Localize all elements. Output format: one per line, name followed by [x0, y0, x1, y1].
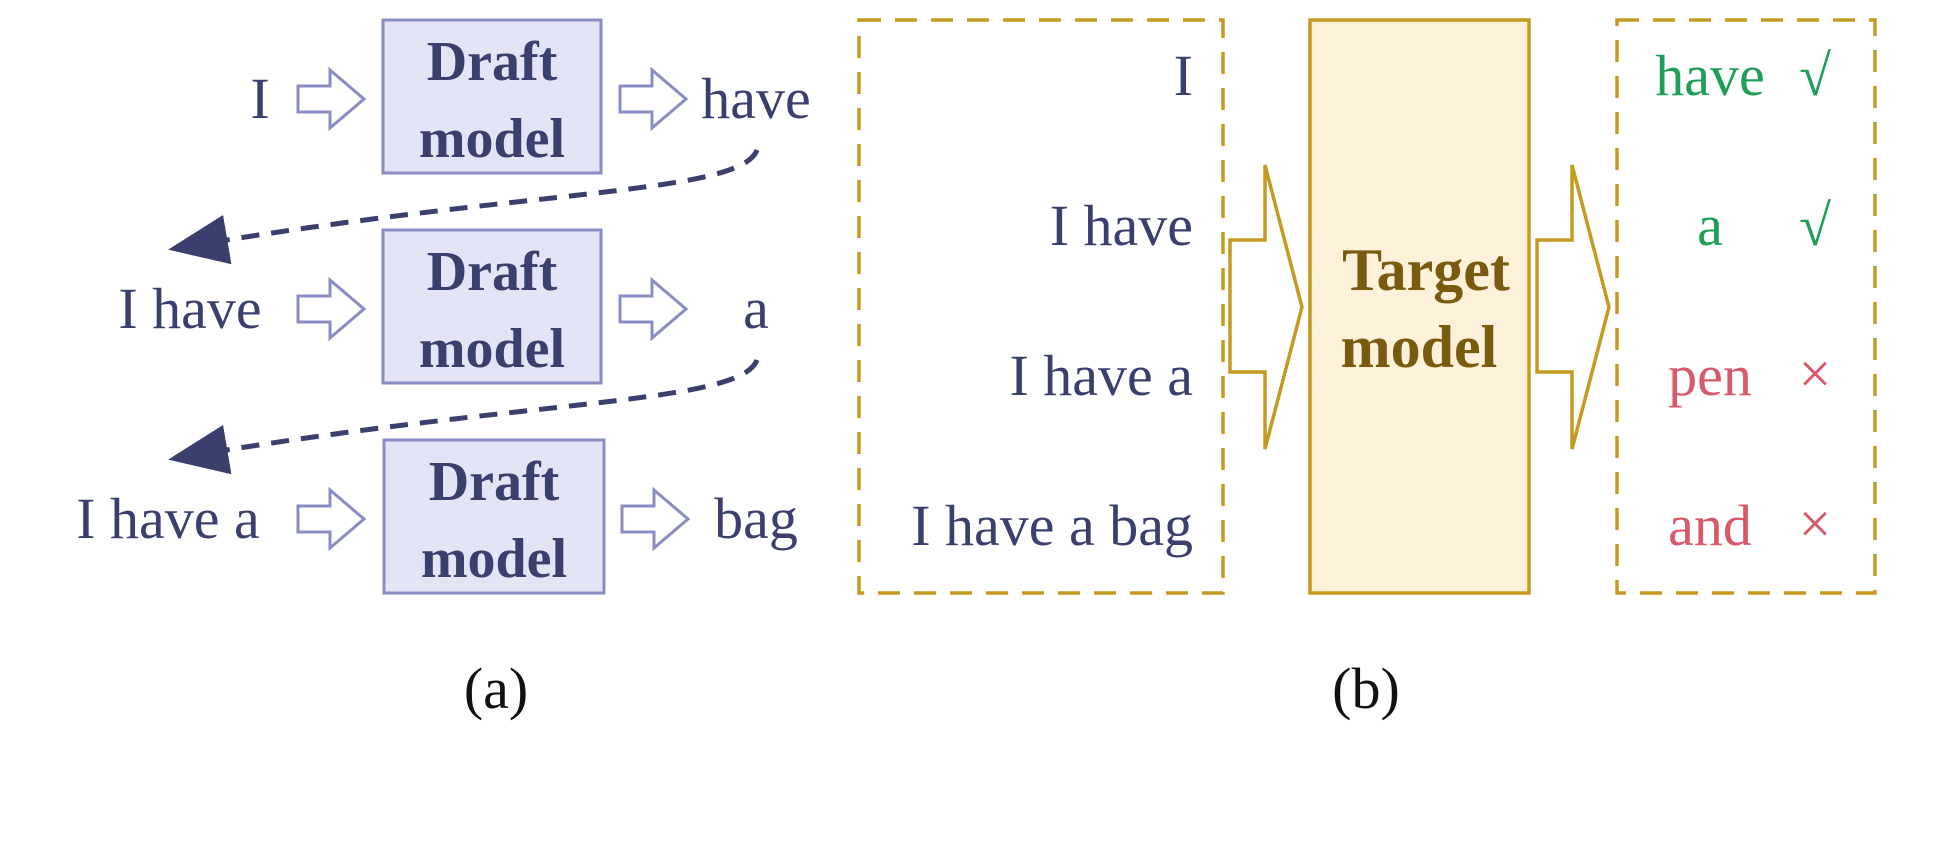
caption-b: (b) — [1332, 656, 1400, 721]
draft-inputs-box — [857, 18, 1225, 595]
draft-step-1: I Draft model have — [250, 18, 811, 175]
step-2-input-token: I have — [118, 276, 261, 341]
verify-row-1: have √ — [1655, 43, 1831, 108]
step-3-input-token: I have a — [76, 486, 260, 551]
step-1-input-arrow — [296, 66, 367, 132]
feedback-arrow-1 — [168, 148, 760, 265]
verify-token-4: and — [1668, 493, 1752, 558]
target-input-4: I have a bag — [911, 493, 1193, 558]
draft-model-box-2-line2: model — [419, 318, 565, 380]
target-model-line1: Target — [1342, 237, 1510, 303]
draft-model-box-3-line1: Draft — [429, 451, 560, 513]
draft-model-box-1-line1: Draft — [427, 31, 558, 93]
reject-cross-icon: × — [1799, 341, 1832, 406]
accept-check-icon: √ — [1799, 193, 1831, 258]
target-input-2: I have — [1050, 193, 1193, 258]
step-2-input-arrow — [296, 276, 367, 342]
draft-model-box-3-line2: model — [421, 528, 567, 590]
verify-row-3: pen × — [1668, 341, 1831, 408]
step-3-output-token: bag — [714, 486, 798, 551]
from-target-arrow — [1535, 164, 1611, 450]
step-1-output-token: have — [701, 66, 811, 131]
verify-row-4: and × — [1668, 491, 1831, 558]
step-2-output-token: a — [743, 276, 769, 341]
target-input-3: I have a — [1009, 343, 1193, 408]
verify-token-3: pen — [1668, 343, 1752, 408]
draft-model-box-1-line2: model — [419, 108, 565, 170]
draft-model-box-1 — [381, 18, 603, 175]
step-3-input-arrow — [296, 486, 367, 552]
caption-a: (a) — [464, 656, 528, 721]
verify-token-1: have — [1655, 43, 1765, 108]
feedback-arrow-2 — [168, 358, 760, 475]
draft-step-2: I have Draft model a — [118, 228, 769, 385]
target-input-1: I — [1174, 43, 1193, 108]
accept-check-icon: √ — [1799, 43, 1831, 108]
target-model-box — [1308, 18, 1531, 595]
draft-model-box-3 — [382, 438, 606, 595]
step-1-output-arrow — [618, 66, 689, 132]
panel-b: I I have I have a I have a bag Target mo… — [857, 18, 1877, 721]
target-model-line2: model — [1341, 314, 1498, 380]
draft-step-3: I have a Draft model bag — [76, 438, 798, 595]
verify-row-2: a √ — [1697, 193, 1831, 258]
verify-token-2: a — [1697, 193, 1723, 258]
step-2-output-arrow — [618, 276, 689, 342]
step-1-input-token: I — [250, 66, 269, 131]
reject-cross-icon: × — [1799, 491, 1832, 556]
draft-model-box-2-line1: Draft — [427, 241, 558, 303]
verification-box — [1615, 18, 1877, 595]
to-target-arrow — [1228, 164, 1304, 450]
draft-model-box-2 — [381, 228, 603, 385]
panel-a: I Draft model have I have Draft model a … — [76, 18, 811, 721]
step-3-output-arrow — [620, 486, 691, 552]
